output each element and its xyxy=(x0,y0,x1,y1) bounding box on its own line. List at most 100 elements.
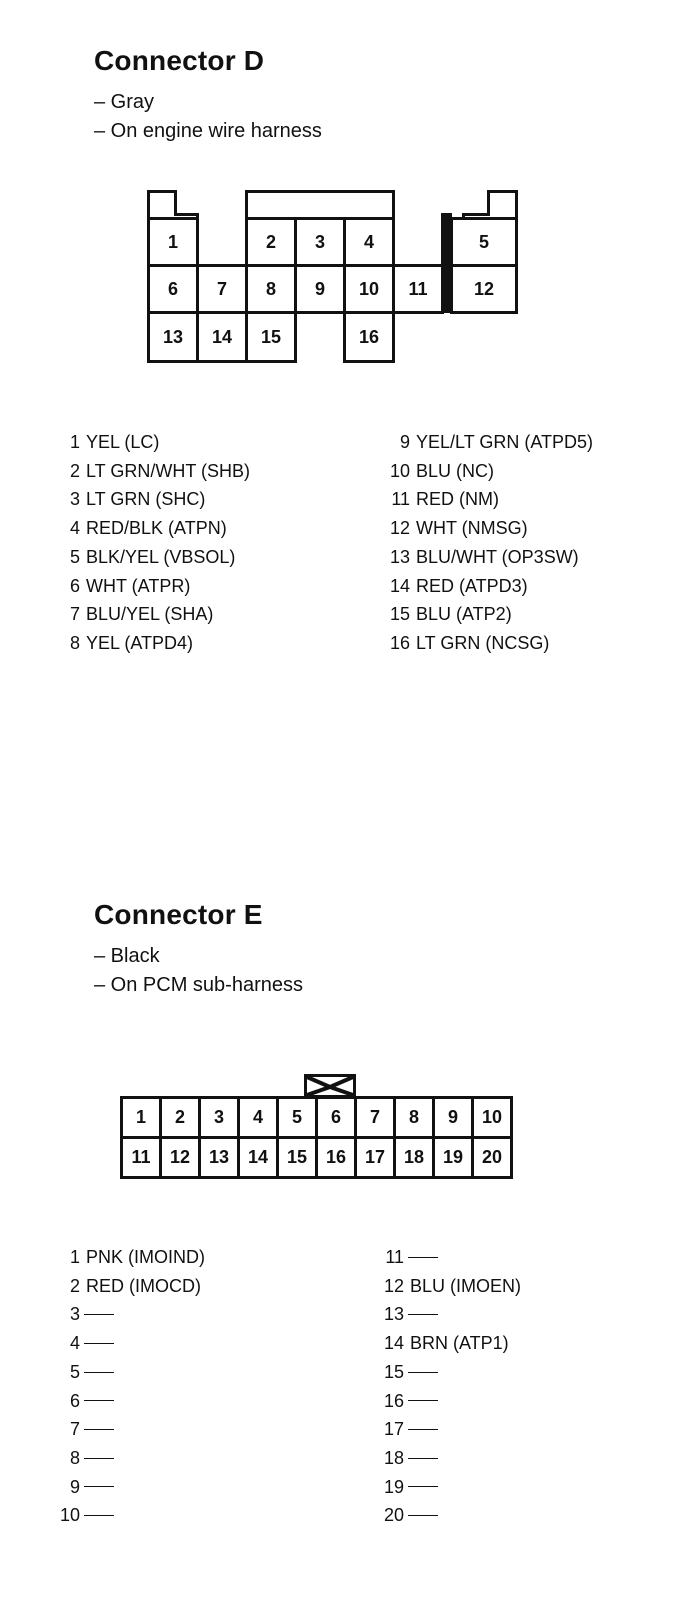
connector-d-pin-12: 12 xyxy=(450,264,518,314)
pin-number: 4 xyxy=(69,1333,80,1354)
pin-number: 15 xyxy=(389,604,410,625)
pin-wire: YEL/LT GRN (ATPD5) xyxy=(416,432,594,452)
unused-pin-dash xyxy=(84,1486,114,1488)
pin-number: 18 xyxy=(383,1447,404,1468)
connector-e-pin-19: 19 xyxy=(432,1136,474,1179)
pin-wire: BLK/YEL (VBSOL) xyxy=(86,546,236,567)
connector-e-pin-desc-5: 5 xyxy=(58,1358,114,1386)
connector-e-pin-20: 20 xyxy=(471,1136,513,1179)
connector-e-pin-17: 17 xyxy=(354,1136,396,1179)
connector-e-pin-2: 2 xyxy=(159,1096,201,1139)
pin-number: 19 xyxy=(383,1476,404,1497)
connector-e-pin-4: 4 xyxy=(237,1096,279,1139)
pin-wire: BLU (NC) xyxy=(416,460,495,481)
connector-e-pin-18: 18 xyxy=(393,1136,435,1179)
pin-wire: BLU (ATP2) xyxy=(416,604,512,625)
pin-number: 12 xyxy=(383,1275,404,1296)
pin-number: 4 xyxy=(69,518,80,539)
pin-wire: RED (IMOCD) xyxy=(86,1275,201,1296)
connector-e-pin-desc-11: 11 xyxy=(378,1243,438,1271)
pin-wire: BRN (ATP1) xyxy=(410,1333,509,1354)
unused-pin-dash xyxy=(408,1428,438,1430)
connector-e-pin-desc-17: 17 xyxy=(378,1415,438,1443)
pin-number: 10 xyxy=(59,1505,80,1526)
connector-d-color: – Gray xyxy=(94,91,155,113)
connector-d-pin-14: 14 xyxy=(196,311,248,363)
pin-wire: BLU (IMOEN) xyxy=(410,1275,522,1296)
pin-wire: PNK (IMOIND) xyxy=(86,1247,205,1267)
pin-wire: BLU/WHT (OP3SW) xyxy=(416,546,579,567)
connector-e-pin-desc-7: 7 xyxy=(58,1415,114,1443)
connector-e-pin-desc-8: 8 xyxy=(58,1444,114,1472)
pin-number: 17 xyxy=(383,1419,404,1440)
pin-number: 7 xyxy=(69,1419,80,1440)
connector-e-color: – Black xyxy=(94,945,160,967)
unused-pin-dash xyxy=(408,1256,438,1258)
pin-number: 5 xyxy=(69,546,80,567)
latch-icon xyxy=(304,1074,356,1098)
connector-e-pin-desc-16: 16 xyxy=(378,1387,438,1415)
connector-e-pin-desc-12: 12 BLU (IMOEN) xyxy=(378,1272,521,1300)
pin-wire: RED (ATPD3) xyxy=(416,575,528,596)
pin-wire: RED/BLK (ATPN) xyxy=(86,518,227,539)
connector-e-pin-desc-20: 20 xyxy=(378,1501,438,1529)
connector-e-pin-desc-4: 4 xyxy=(58,1329,114,1357)
connector-d-title: Connector D xyxy=(94,45,265,76)
unused-pin-dash xyxy=(84,1371,114,1373)
connector-e-pin-8: 8 xyxy=(393,1096,435,1139)
pin-wire: LT GRN/WHT (SHB) xyxy=(86,460,251,481)
pin-number: 8 xyxy=(69,632,80,653)
connector-e-location: – On PCM sub-harness xyxy=(94,974,303,996)
pin-number: 1 xyxy=(69,1247,80,1267)
connector-d-pin-desc-15: 15 BLU (ATP2) xyxy=(378,600,512,628)
pin-number: 9 xyxy=(69,1476,80,1497)
unused-pin-dash xyxy=(84,1515,114,1517)
unused-pin-dash xyxy=(408,1457,438,1459)
connector-e-pin-13: 13 xyxy=(198,1136,240,1179)
pin-number: 14 xyxy=(389,575,410,596)
unused-pin-dash xyxy=(408,1400,438,1402)
connector-e-pin-12: 12 xyxy=(159,1136,201,1179)
pin-wire: BLU/YEL (SHA) xyxy=(86,604,214,625)
connector-d-pin-2: 2 xyxy=(245,217,297,267)
unused-pin-dash xyxy=(84,1428,114,1430)
pin-number: 6 xyxy=(69,1390,80,1411)
connector-e-pin-desc-19: 19 xyxy=(378,1473,438,1501)
connector-e-pin-1: 1 xyxy=(120,1096,162,1139)
pin-number: 20 xyxy=(383,1505,404,1526)
connector-d-pin-11: 11 xyxy=(392,264,444,314)
connector-e-pin-15: 15 xyxy=(276,1136,318,1179)
connector-e-pin-14: 14 xyxy=(237,1136,279,1179)
pin-number: 2 xyxy=(69,1275,80,1296)
connector-d-pin-desc-14: 14 RED (ATPD3) xyxy=(378,572,528,600)
connector-e-pin-desc-15: 15 xyxy=(378,1358,438,1386)
connector-e-pin-11: 11 xyxy=(120,1136,162,1179)
connector-d-pin-desc-9: 9 YEL/LT GRN (ATPD5) xyxy=(378,428,593,456)
pin-number: 16 xyxy=(383,1390,404,1411)
connector-d-pin-desc-2: 2 LT GRN/WHT (SHB) xyxy=(62,457,250,485)
pin-number: 5 xyxy=(69,1361,80,1382)
connector-d-pin-15: 15 xyxy=(245,311,297,363)
unused-pin-dash xyxy=(408,1486,438,1488)
unused-pin-dash xyxy=(408,1314,438,1316)
connector-d-location: – On engine wire harness xyxy=(94,120,322,142)
connector-e-pin-desc-3: 3 xyxy=(58,1300,114,1328)
pin-number: 9 xyxy=(399,432,410,452)
pin-number: 2 xyxy=(69,460,80,481)
unused-pin-dash xyxy=(84,1400,114,1402)
pin-wire: WHT (ATPR) xyxy=(86,575,191,596)
pin-wire: WHT (NMSG) xyxy=(416,518,528,539)
connector-d-pin-16: 16 xyxy=(343,311,395,363)
pin-wire: LT GRN (NCSG) xyxy=(416,632,550,653)
pin-wire: LT GRN (SHC) xyxy=(86,489,206,510)
connector-e-pin-9: 9 xyxy=(432,1096,474,1139)
pin-number: 16 xyxy=(389,632,410,653)
